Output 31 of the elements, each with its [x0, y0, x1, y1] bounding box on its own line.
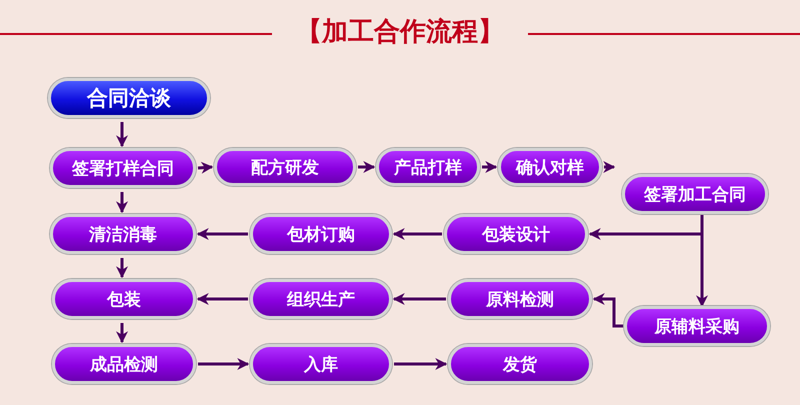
- process-pill: 产品打样: [376, 148, 480, 186]
- process-pill: 原料检测: [448, 279, 592, 319]
- process-pill: 签署加工合同: [622, 174, 768, 214]
- process-pill: 包装设计: [444, 214, 588, 254]
- process-pill: 包材订购: [250, 214, 392, 254]
- arrow: [482, 161, 498, 173]
- arrow: [196, 293, 248, 305]
- arrow: [603, 161, 616, 173]
- process-pill: 清洁消毒: [50, 214, 196, 254]
- arrow: [116, 192, 128, 214]
- process-pill: 组织生产: [250, 279, 392, 319]
- process-pill: 入库: [250, 344, 392, 384]
- arrow: [592, 293, 624, 328]
- process-pill: 包装: [52, 279, 196, 319]
- process-pill: 合同洽谈: [48, 78, 210, 118]
- process-pill: 配方研发: [214, 148, 356, 186]
- arrow: [198, 358, 250, 370]
- arrow: [116, 258, 128, 278]
- arrow: [358, 161, 376, 173]
- process-pill: 发货: [448, 344, 592, 384]
- arrow: [196, 228, 248, 240]
- title: 【加工合作流程】: [295, 16, 505, 49]
- arrow: [394, 358, 448, 370]
- arrow: [116, 122, 128, 148]
- arrow: [198, 162, 214, 174]
- process-pill: 签署打样合同: [50, 148, 196, 188]
- process-pill: 成品检测: [52, 344, 196, 384]
- arrow: [392, 228, 442, 240]
- arrow: [116, 323, 128, 344]
- process-pill: 原辅料采购: [624, 306, 770, 346]
- process-pill: 确认对样: [498, 148, 602, 186]
